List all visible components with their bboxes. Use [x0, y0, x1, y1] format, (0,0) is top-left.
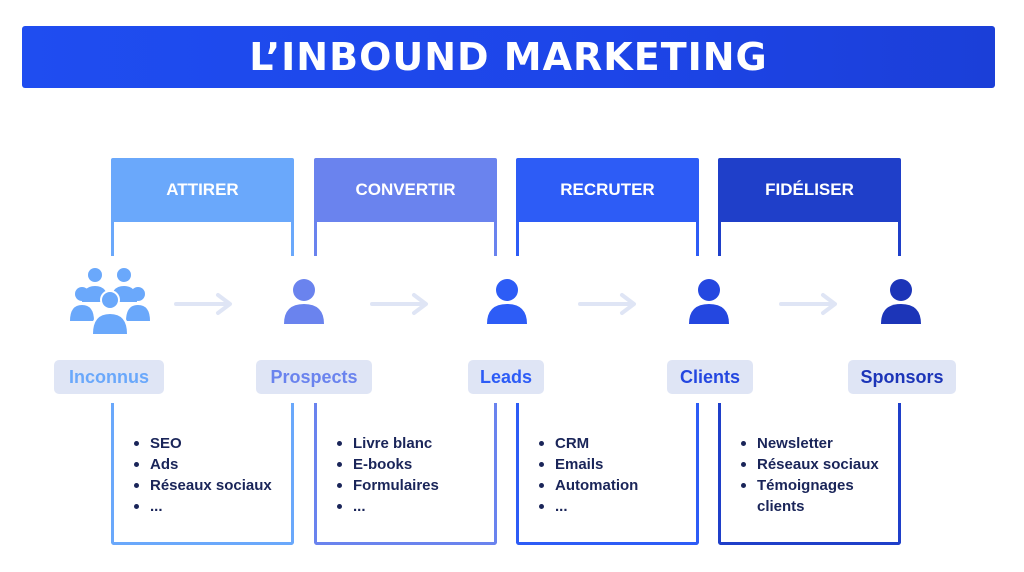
arrow-right-icon [779, 293, 837, 315]
list-item: Newsletter [739, 433, 892, 454]
list-item: E-books [335, 454, 488, 475]
client-person-icon [689, 279, 729, 324]
list-item: Témoignages clients [739, 475, 892, 517]
list-item: Formulaires [335, 475, 488, 496]
persona-label-inconnus: Inconnus [54, 360, 164, 394]
stage-connector [314, 222, 497, 256]
stage-header-recruter: RECRUTER [516, 158, 699, 222]
stage-header-fideliser: FIDÉLISER [718, 158, 901, 222]
list-item: Livre blanc [335, 433, 488, 454]
stage-connector [111, 222, 294, 256]
stage-box-recruter: CRM Emails Automation ... [516, 403, 699, 545]
stage-connector [516, 222, 699, 256]
stage-label: FIDÉLISER [765, 180, 854, 199]
persona-label-leads: Leads [468, 360, 544, 394]
arrow-right-icon [578, 293, 636, 315]
list-item: SEO [132, 433, 285, 454]
persona-label-clients: Clients [667, 360, 753, 394]
stage-label: ATTIRER [166, 180, 239, 199]
tactics-list: SEO Ads Réseaux sociaux ... [132, 433, 285, 517]
list-item: Automation [537, 475, 690, 496]
page-title: L’INBOUND MARKETING [249, 35, 768, 79]
arrow-right-icon [370, 293, 428, 315]
prospect-person-icon [284, 279, 324, 324]
stage-connector [718, 222, 901, 256]
title-banner: L’INBOUND MARKETING [22, 26, 995, 88]
stage-box-fideliser: Newsletter Réseaux sociaux Témoignages c… [718, 403, 901, 545]
stage-header-convertir: CONVERTIR [314, 158, 497, 222]
persona-label-sponsors: Sponsors [848, 360, 956, 394]
list-item: CRM [537, 433, 690, 454]
tactics-list: Newsletter Réseaux sociaux Témoignages c… [739, 433, 892, 517]
list-item: ... [132, 496, 285, 517]
arrow-right-icon [174, 293, 232, 315]
list-item: Réseaux sociaux [739, 454, 892, 475]
persona-label-prospects: Prospects [256, 360, 372, 394]
stage-label: RECRUTER [560, 180, 655, 199]
list-item: Réseaux sociaux [132, 475, 285, 496]
tactics-list: CRM Emails Automation ... [537, 433, 690, 517]
stage-header-attirer: ATTIRER [111, 158, 294, 222]
stage-label: CONVERTIR [355, 180, 456, 199]
list-item: ... [537, 496, 690, 517]
list-item: ... [335, 496, 488, 517]
sponsor-person-icon [881, 279, 921, 324]
list-item: Emails [537, 454, 690, 475]
list-item: Ads [132, 454, 285, 475]
group-icon [70, 268, 150, 336]
stage-box-convertir: Livre blanc E-books Formulaires ... [314, 403, 497, 545]
stage-box-attirer: SEO Ads Réseaux sociaux ... [111, 403, 294, 545]
lead-person-icon [487, 279, 527, 324]
tactics-list: Livre blanc E-books Formulaires ... [335, 433, 488, 517]
